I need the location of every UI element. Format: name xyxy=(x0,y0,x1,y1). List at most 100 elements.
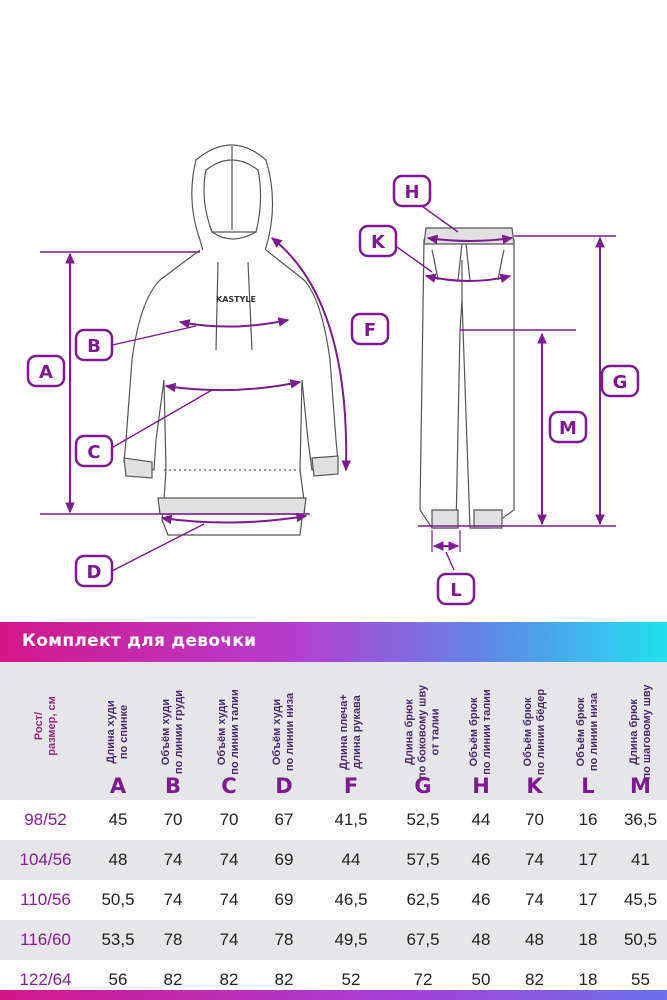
value-cell: 69 xyxy=(274,890,294,909)
svg-text:M: M xyxy=(559,418,577,439)
value-cell: 82 xyxy=(219,970,239,989)
value-cell: 49,5 xyxy=(334,930,368,949)
value-cell: 82 xyxy=(525,970,544,989)
column-letter: L xyxy=(581,774,595,798)
value-cell: 74 xyxy=(525,850,544,869)
value-cell: 41,5 xyxy=(334,810,368,829)
value-cell: 50 xyxy=(471,970,491,989)
size-cell: 116/60 xyxy=(20,930,71,949)
value-cell: 74 xyxy=(525,890,544,909)
value-cell: 74 xyxy=(219,930,239,949)
pants-drawing xyxy=(419,227,515,529)
value-cell: 17 xyxy=(578,890,598,909)
value-cell: 72 xyxy=(413,970,433,989)
value-cell: 82 xyxy=(163,970,183,989)
label-f: F xyxy=(350,312,390,346)
measure-lines xyxy=(40,195,616,573)
value-cell: 52 xyxy=(341,970,361,989)
svg-text:K: K xyxy=(371,232,386,253)
label-m: M xyxy=(548,410,588,444)
value-cell: 18 xyxy=(578,970,598,989)
size-cell: 98/52 xyxy=(24,810,67,829)
value-cell: 55 xyxy=(631,970,650,989)
value-cell: 48 xyxy=(108,850,128,869)
value-cell: 50,5 xyxy=(101,890,135,909)
value-cell: 74 xyxy=(163,890,183,909)
value-cell: 46 xyxy=(471,850,491,869)
svg-text:B: B xyxy=(87,336,101,357)
label-c: C xyxy=(74,434,114,468)
column-letter: F xyxy=(343,774,359,798)
svg-text:D: D xyxy=(87,562,102,583)
value-cell: 50,5 xyxy=(623,930,658,949)
value-cell: 69 xyxy=(274,850,294,869)
value-cell: 74 xyxy=(219,850,239,869)
column-letter: K xyxy=(526,774,543,798)
brand-label: KASTYLE xyxy=(216,295,256,304)
svg-text:L: L xyxy=(450,580,461,601)
value-cell: 41 xyxy=(631,850,650,869)
value-cell: 44 xyxy=(341,850,361,869)
column-letter: A xyxy=(109,774,127,798)
value-cell: 78 xyxy=(274,930,294,949)
value-cell: 17 xyxy=(578,850,598,869)
value-cell: 74 xyxy=(163,850,183,869)
value-cell: 70 xyxy=(163,810,183,829)
svg-text:H: H xyxy=(404,182,419,203)
value-cell: 67,5 xyxy=(406,930,440,949)
value-cell: 53,5 xyxy=(101,930,135,949)
value-cell: 56 xyxy=(108,970,128,989)
value-cell: 18 xyxy=(578,930,598,949)
label-d: D xyxy=(74,554,114,588)
label-h: H xyxy=(392,174,432,208)
label-k: K xyxy=(358,224,398,258)
hoodie-drawing xyxy=(123,144,339,536)
column-letter: M xyxy=(630,774,651,798)
column-label: Длина плеча+длина рукава xyxy=(338,694,363,770)
value-cell: 45,5 xyxy=(623,890,658,909)
value-cell: 48 xyxy=(525,930,544,949)
bottom-accent-bar xyxy=(0,990,667,1000)
size-cell: 122/64 xyxy=(19,970,72,989)
label-b: B xyxy=(74,328,114,362)
label-a: A xyxy=(26,354,66,388)
value-cell: 74 xyxy=(219,890,239,909)
value-cell: 70 xyxy=(219,810,239,829)
size-header-label: Рост/размер, см xyxy=(32,696,58,756)
label-g: G xyxy=(600,364,640,398)
value-cell: 57,5 xyxy=(406,850,440,869)
value-cell: 67 xyxy=(274,810,294,829)
column-letter: H xyxy=(472,774,490,798)
measurement-diagram: KASTYLE xyxy=(26,144,640,606)
column-letter: G xyxy=(414,774,432,798)
title-banner: Комплект для девочки xyxy=(0,622,667,662)
value-cell: 46 xyxy=(471,890,491,909)
value-cell: 78 xyxy=(163,930,183,949)
table-row: 104/56 48 74 74 69 44 57,5 46 74 17 41 xyxy=(0,840,667,880)
size-cell: 104/56 xyxy=(19,850,72,869)
label-l: L xyxy=(436,572,476,606)
value-cell: 46,5 xyxy=(334,890,368,909)
value-cell: 16 xyxy=(578,810,598,829)
value-cell: 62,5 xyxy=(406,890,440,909)
svg-text:A: A xyxy=(39,362,53,383)
value-cell: 52,5 xyxy=(406,810,440,829)
